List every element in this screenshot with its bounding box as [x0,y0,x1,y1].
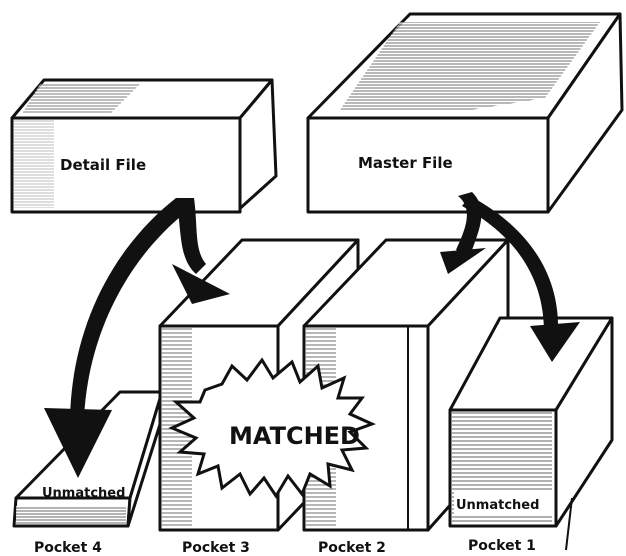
arrow-detail-to-pocket-3 [172,198,230,304]
detail-file-label: Detail File [60,156,146,174]
pocket-4-tray: Unmatched [12,390,164,528]
pocket-4-content: Unmatched [42,486,125,501]
pocket-1-divider [565,497,573,551]
pocket-3-label: Pocket 3 [182,540,250,556]
pocket-1-content: Unmatched [456,498,539,513]
pocket-4-label: Pocket 4 [34,540,102,556]
pocket-1-label: Pocket 1 [468,538,536,554]
pocket-2-label: Pocket 2 [318,540,386,556]
arrow-master-to-pocket-1 [462,196,580,362]
master-file-deck: Master File [306,12,624,214]
matched-label: MATCHED [229,422,360,450]
matched-starburst: MATCHED [168,357,376,499]
pocket-1-box: Unmatched [448,316,614,551]
detail-file-deck: Detail File [10,78,278,214]
arrow-detail-to-pocket-4 [44,198,186,478]
master-file-label: Master File [358,154,453,172]
